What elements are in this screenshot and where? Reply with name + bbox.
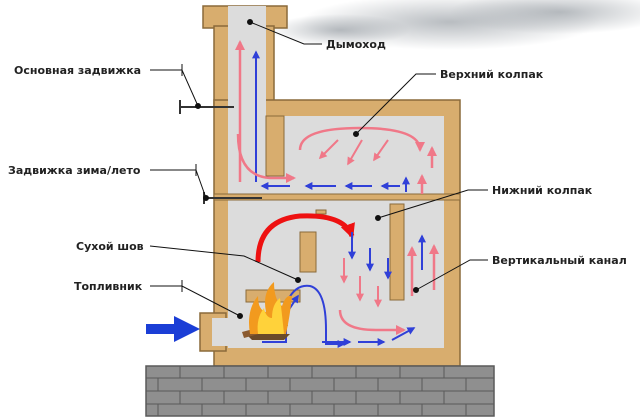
- dry-seam-block: [299, 231, 317, 273]
- firebox-leader-dot: [237, 313, 243, 319]
- labels: Дымоход Основная задвижка Верхний колпак…: [8, 38, 627, 293]
- lower-cap-strong-hot-arrow: [255, 213, 355, 263]
- label-lower-cap: Нижний колпак: [492, 184, 593, 197]
- chimney-leader: [249, 21, 322, 45]
- upper-cap-hot-return-arrow: [236, 133, 296, 183]
- leader-lines: [149, 19, 488, 319]
- upper-cap-hot-down-arrow-1: [318, 139, 339, 160]
- label-dry-seam: Сухой шов: [76, 240, 144, 253]
- firebox-cool-flow-arrow: [287, 284, 346, 348]
- upper-cap-leader: [355, 73, 436, 135]
- foundation: [145, 365, 495, 417]
- chimney-leader-dot: [247, 19, 253, 25]
- main-damper-leader: [150, 69, 199, 107]
- flow-arrows: [235, 40, 439, 348]
- label-main-damper: Основная задвижка: [14, 64, 141, 77]
- fire-icon: [242, 282, 292, 340]
- dry-seam-leader: [149, 245, 299, 281]
- upper-cap-hot-down-arrow-2: [347, 139, 363, 166]
- upper-cap-leader-dot: [353, 131, 359, 137]
- vertical-channel-leader: [415, 259, 488, 291]
- dry-seam-leader-dot: [295, 277, 301, 283]
- winter-summer-leader: [150, 169, 207, 199]
- firebox-inlet: [212, 318, 242, 346]
- chimney-channel: [228, 6, 266, 194]
- stove-channels: [212, 6, 444, 348]
- label-winter-summer-damper: Задвижка зима/лето: [8, 164, 141, 177]
- label-upper-cap: Верхний колпак: [440, 68, 544, 81]
- upper-partition: [265, 115, 285, 177]
- bottom-hot-return-arrow: [338, 309, 406, 335]
- upper-cap-hot-arc-arrow: [298, 126, 425, 152]
- lower-cap-leader-dot: [375, 215, 381, 221]
- inner-step: [315, 209, 327, 215]
- air-intake-arrow-icon: [146, 316, 200, 342]
- main-damper-leader-dot: [195, 103, 201, 109]
- vertical-channel-leader-dot: [413, 287, 419, 293]
- smoke-cloud: [270, 0, 640, 50]
- lower-cap-leader: [377, 189, 488, 219]
- vertical-channel-wall: [389, 203, 405, 301]
- label-chimney: Дымоход: [326, 38, 386, 51]
- label-firebox: Топливник: [74, 280, 143, 293]
- label-vertical-channel: Вертикальный канал: [492, 254, 627, 267]
- upper-cap-hot-down-arrow-3: [373, 139, 389, 162]
- bottom-cool-arrow-3: [391, 327, 416, 341]
- winter-summer-leader-dot: [203, 195, 209, 201]
